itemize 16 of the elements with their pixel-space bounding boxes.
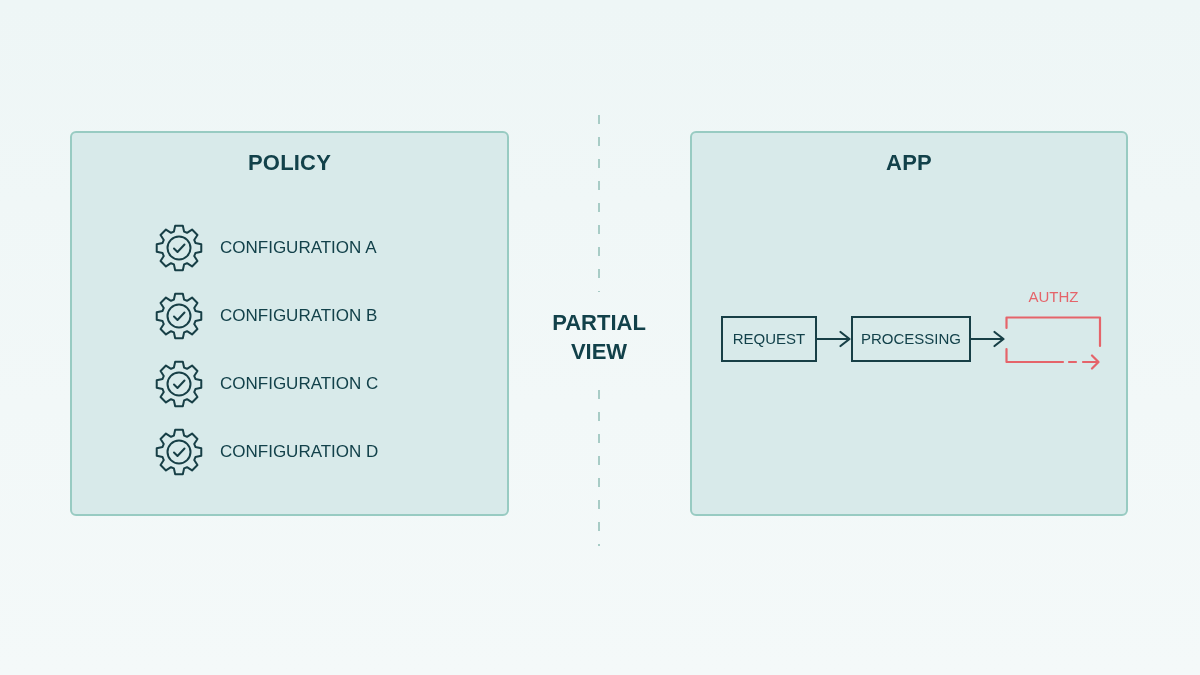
arrow bbox=[971, 330, 1005, 348]
list-item-text: CONFIGURATION B bbox=[220, 306, 378, 326]
panel-title: APP bbox=[886, 150, 932, 176]
process-box bbox=[721, 316, 817, 362]
panel-title: POLICY bbox=[247, 150, 332, 176]
process-box bbox=[851, 316, 971, 362]
list-item-text: CONFIGURATION D bbox=[220, 442, 379, 462]
box-label: PROCESSING bbox=[861, 330, 961, 348]
panel bbox=[690, 131, 1128, 516]
bracket-label: AUTHZ bbox=[1028, 288, 1079, 306]
arrow bbox=[817, 330, 851, 348]
list-item-text: CONFIGURATION C bbox=[220, 374, 379, 394]
box-label: REQUEST bbox=[732, 330, 806, 348]
panel bbox=[70, 131, 509, 516]
list-item-text: CONFIGURATION A bbox=[220, 238, 377, 258]
divider-label: PARTIAL VIEW bbox=[551, 309, 647, 366]
